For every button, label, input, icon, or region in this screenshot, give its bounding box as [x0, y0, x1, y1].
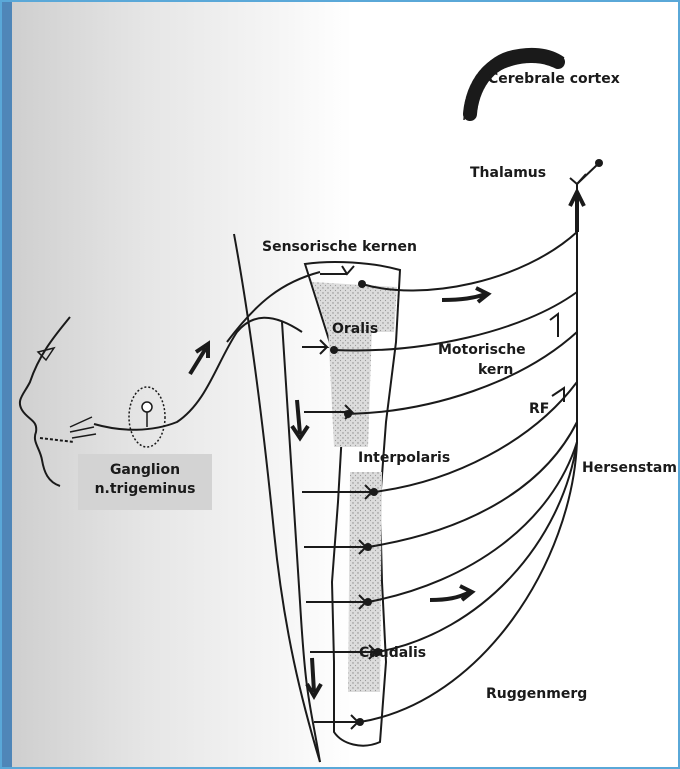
label-cerebral-cortex: Cerebrale cortex	[488, 70, 620, 89]
label-spinal-cord: Ruggenmerg	[486, 685, 587, 704]
label-motor-nucleus-line1: Motorische	[438, 341, 526, 360]
face-profile	[20, 317, 70, 486]
flow-arrow-upper	[442, 288, 488, 302]
label-brainstem: Hersenstam	[582, 459, 677, 478]
synapse-sensory	[320, 266, 354, 274]
label-interpolaris: Interpolaris	[358, 449, 450, 468]
label-ganglion-line2: n.trigeminus	[78, 480, 212, 499]
descending-arrow-upper	[292, 400, 308, 438]
facial-nerve-branches	[70, 417, 96, 438]
label-thalamus: Thalamus	[470, 164, 546, 183]
descending-arrow-lower	[307, 658, 321, 696]
ganglion-label-box: Ganglion n.trigeminus	[78, 454, 212, 510]
label-reticular-formation: RF	[529, 400, 549, 419]
upper-root-branch	[227, 272, 320, 342]
motor-nucleus-synapse	[550, 314, 558, 337]
mouth	[40, 438, 74, 442]
incoming-arrow	[190, 344, 208, 374]
cortex-terminal	[595, 159, 603, 167]
ganglion-cell	[142, 402, 152, 412]
ascending-arrow	[570, 192, 584, 232]
label-caudalis: Caudalis	[359, 644, 426, 663]
synapse-caudalis-3	[314, 715, 358, 729]
nucleus-shading-oralis	[328, 327, 372, 447]
flow-arrow-lower	[430, 586, 472, 600]
label-sensory-nuclei: Sensorische kernen	[262, 238, 417, 257]
label-oralis: Oralis	[332, 320, 378, 339]
synapse-oralis	[302, 340, 327, 354]
label-ganglion-line1: Ganglion	[78, 461, 212, 480]
label-motor-nucleus-line2: kern	[478, 361, 513, 380]
trigeminal-nerve-root	[94, 318, 302, 430]
